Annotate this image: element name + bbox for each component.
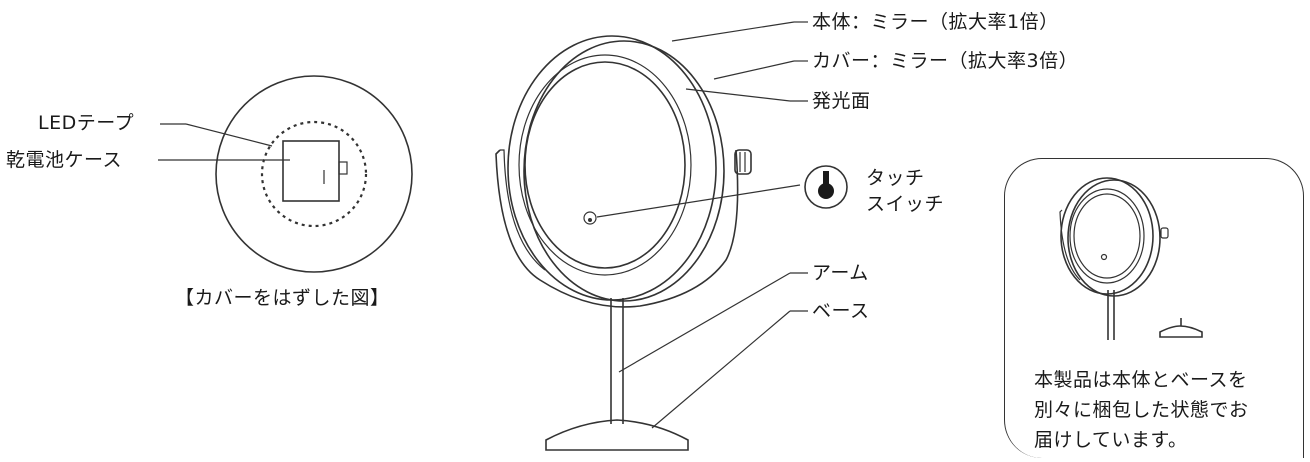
- light-surface-label: 発光面: [812, 90, 871, 112]
- mirror-cover-rim: [523, 40, 725, 302]
- touch-switch-on-mirror: [583, 211, 597, 225]
- package-note-box: [1004, 158, 1304, 458]
- mirror-yoke: [495, 149, 739, 308]
- package-note-line3: 届けしています。: [1034, 429, 1188, 451]
- package-note-line1: 本製品は本体とベースを: [1034, 369, 1248, 391]
- base-shape: [545, 419, 689, 451]
- base-label: ベース: [812, 300, 870, 322]
- battery-case-shape: [282, 140, 340, 202]
- touch-switch-leader: [596, 184, 801, 218]
- light-surface-leader: [685, 88, 791, 102]
- touch-switch-icon: [804, 165, 848, 209]
- led-tape-ring: [260, 120, 368, 228]
- touch-switch-label-line2: スイッチ: [866, 193, 945, 215]
- touch-switch-label-line1: タッチ: [866, 167, 925, 189]
- battery-case-tab: [338, 161, 348, 175]
- light-surface-ring: [524, 61, 686, 269]
- led-tape-label: LEDテープ: [38, 112, 135, 134]
- cover-mirror-label: カバー：ミラー（拡大率3倍）: [812, 50, 1079, 72]
- cover-mirror-leader: [713, 60, 795, 80]
- arm-leader: [618, 272, 791, 373]
- arm-label: アーム: [812, 262, 869, 284]
- main-mirror-drawing: [495, 35, 752, 451]
- cover-removed-caption: 【カバーをはずした図】: [175, 287, 390, 309]
- body-mirror-leader: [671, 21, 795, 42]
- outer-housing-circle: [215, 75, 413, 273]
- separate-package-illustration: [1059, 177, 1203, 340]
- base-leader: [651, 310, 791, 429]
- package-note-line2: 別々に梱包した状態でお: [1034, 399, 1249, 421]
- cover-removed-view: [158, 75, 413, 273]
- tilt-knob: [734, 149, 752, 175]
- body-mirror-label: 本体：ミラー（拡大率1倍）: [812, 11, 1059, 33]
- package-note: 本製品は本体とベースを 別々に梱包した状態でお 届けしています。: [1034, 365, 1294, 455]
- battery-case-label: 乾電池ケース: [6, 149, 123, 171]
